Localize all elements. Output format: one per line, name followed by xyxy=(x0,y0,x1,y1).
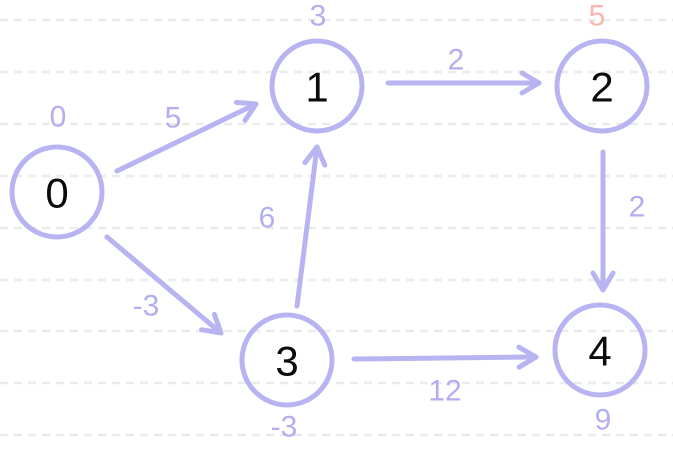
edge-3-4-weight: 12 xyxy=(428,375,461,408)
edge-1-2: 2 xyxy=(385,44,542,96)
node-1[interactable]: 1 3 xyxy=(269,0,365,134)
node-1-distance: 3 xyxy=(310,0,327,33)
node-4-distance: 9 xyxy=(595,404,612,437)
edge-1-2-weight: 2 xyxy=(448,44,465,77)
edge-2-4: 2 xyxy=(590,149,646,293)
edge-0-1-weight: 5 xyxy=(165,102,182,135)
node-4-id: 4 xyxy=(588,328,611,375)
node-2-distance: 5 xyxy=(589,0,606,33)
node-0-id: 0 xyxy=(45,170,68,217)
node-0[interactable]: 0 0 xyxy=(9,101,105,240)
node-2-id: 2 xyxy=(590,64,613,111)
node-4-circle[interactable] xyxy=(552,302,648,398)
edge-3-1: 6 xyxy=(259,144,328,309)
edge-3-1-line xyxy=(294,144,328,309)
edge-3-4: 12 xyxy=(351,344,539,408)
grid-lines xyxy=(0,18,673,437)
edges: 5 -3 6 2 2 12 xyxy=(104,44,646,408)
node-3-id: 3 xyxy=(275,338,298,385)
nodes: 0 0 1 3 2 5 3 -3 4 9 xyxy=(9,0,650,444)
edge-2-4-weight: 2 xyxy=(629,191,646,224)
edge-3-4-line xyxy=(351,344,539,370)
edge-0-1: 5 xyxy=(114,99,259,174)
node-3[interactable]: 3 -3 xyxy=(239,312,335,444)
edge-0-1-line xyxy=(114,99,259,174)
edge-0-3: -3 xyxy=(104,234,224,336)
node-4[interactable]: 4 9 xyxy=(552,302,648,437)
edge-3-1-weight: 6 xyxy=(259,202,276,235)
edge-0-3-weight: -3 xyxy=(133,290,160,323)
edge-0-3-line xyxy=(104,234,224,336)
node-2[interactable]: 2 5 xyxy=(554,0,650,134)
node-1-circle[interactable] xyxy=(269,38,365,134)
node-1-id: 1 xyxy=(305,64,328,111)
node-0-distance: 0 xyxy=(50,101,67,134)
node-3-distance: -3 xyxy=(271,411,298,444)
node-0-circle[interactable] xyxy=(9,144,105,240)
node-2-circle[interactable] xyxy=(554,38,650,134)
node-3-circle[interactable] xyxy=(239,312,335,408)
